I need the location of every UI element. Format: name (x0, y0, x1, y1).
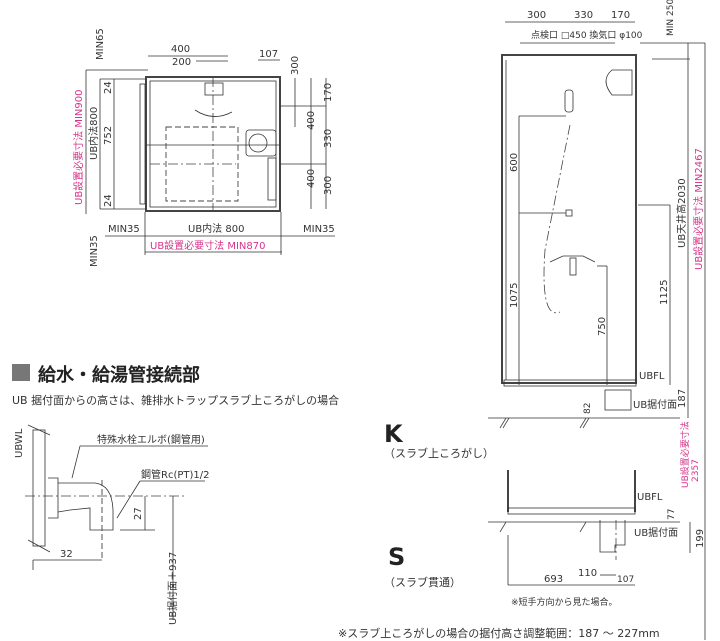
dim-min250: MIN 250 (666, 0, 676, 36)
openings-label: 点検口 □450 換気口 φ100 (531, 29, 643, 41)
handrail (139, 83, 146, 205)
dim-min65: MIN65 (95, 28, 106, 60)
dim-ub-inner-800-horizontal: UB内法 800 (188, 222, 244, 235)
dim-min35-bottom: MIN35 (89, 235, 100, 267)
dim-400: 400 (171, 44, 190, 55)
footer-note: ※スラブ上ころがしの場合の据付高さ調整範囲：187 ～ 227mm (338, 626, 660, 640)
dim-187: 187 (677, 389, 688, 408)
elevation-outline (501, 54, 637, 384)
dim-ub-required-900: UB設置必要寸法 MIN900 (72, 89, 85, 205)
dim-27: 27 (133, 507, 144, 520)
shower-head (564, 89, 574, 113)
view-note: ※短手方向から見た場合。 (511, 596, 618, 608)
dim-ub-required-870: UB設置必要寸法 MIN870 (150, 239, 266, 252)
drain-pipe (599, 520, 626, 553)
dim-693: 693 (544, 574, 563, 585)
pipe-label: 鋼管Rc(PT)1/2 (141, 468, 209, 481)
dim-200: 200 (172, 57, 191, 68)
pipe-connection-section: 給水・給湯管接続部 UB 据付面からの高さは、雑排水トラップスラブ上ころがしの場… (12, 364, 339, 625)
dim-min35-right: MIN35 (303, 224, 335, 235)
s-mount-face-label: UB据付面 (634, 526, 678, 539)
dim-107: 107 (617, 575, 634, 585)
dim-24-top: 24 (103, 81, 114, 94)
dim-330: 330 (574, 10, 593, 21)
dim-600: 600 (509, 153, 520, 172)
height-label: UB据付面＋937 (166, 552, 179, 625)
dim-400-right-b: 400 (306, 169, 317, 188)
dim-110: 110 (578, 568, 597, 579)
elbow-pipe (57, 482, 114, 531)
section-marker (12, 364, 30, 381)
mount-face-label: UB据付面 (633, 398, 677, 411)
dim-300-right: 300 (323, 176, 334, 195)
dim-300: 300 (527, 10, 546, 21)
dim-77: 77 (667, 509, 677, 520)
dim-82: 82 (583, 403, 593, 414)
dim-330: 330 (323, 129, 334, 148)
dim-24-bottom: 24 (103, 194, 114, 207)
wall (32, 429, 46, 547)
dim-ub-required-2357-label: UB設置必要寸法 (679, 421, 691, 488)
dim-300-top: 300 (290, 56, 301, 75)
dim-1075: 1075 (509, 283, 520, 308)
shelf (245, 129, 277, 157)
dim-400-right-a: 400 (306, 111, 317, 130)
s-ubfl-label: UBFL (637, 492, 663, 503)
ceiling-height: UB天井高2030 (675, 178, 688, 248)
dim-750: 750 (597, 317, 608, 336)
dim-170: 170 (611, 10, 630, 21)
ubwl-label: UBWL (14, 428, 25, 458)
type-s-letter: S (388, 543, 405, 571)
type-s-desc: （スラブ貫通） (384, 575, 461, 589)
dim-min35-left: MIN35 (108, 224, 140, 235)
dim-1125: 1125 (659, 280, 670, 305)
dim-ub-required-2357-value: 2357 (691, 459, 701, 482)
plan-view: MIN65 400 200 107 300 24 24 752 UB内法800 … (72, 28, 335, 267)
elevation-view: 300 330 170 点検口 □450 換気口 φ100 MIN 250 60… (488, 0, 706, 640)
ubfl-label: UBFL (639, 371, 665, 382)
dim-752: 752 (103, 126, 114, 145)
elbow-label: 特殊水栓エルボ(鋼管用) (97, 433, 205, 446)
faucet (204, 82, 224, 96)
mixer-faucet (549, 255, 596, 263)
type-k-desc: （スラブ上ころがし） (384, 446, 494, 460)
dim-170: 170 (323, 83, 334, 102)
dim-32: 32 (60, 549, 73, 560)
dim-107: 107 (259, 49, 278, 60)
section-subtitle: UB 据付面からの高さは、雑排水トラップスラブ上ころがしの場合 (12, 393, 339, 407)
type-s-detail: UBFL 77 UB据付面 199 UB設置必要寸法 2357 693 110 … (488, 421, 706, 608)
dim-ub-required-2467: UB設置必要寸法 MIN2467 (692, 148, 705, 270)
light-fixture (605, 69, 633, 96)
dim-ub-inner-800-vertical: UB内法800 (87, 107, 100, 160)
drain-trap (604, 389, 632, 411)
dim-199: 199 (695, 529, 706, 548)
type-k-letter: K (384, 420, 404, 448)
section-title: 給水・給湯管接続部 (38, 364, 200, 386)
